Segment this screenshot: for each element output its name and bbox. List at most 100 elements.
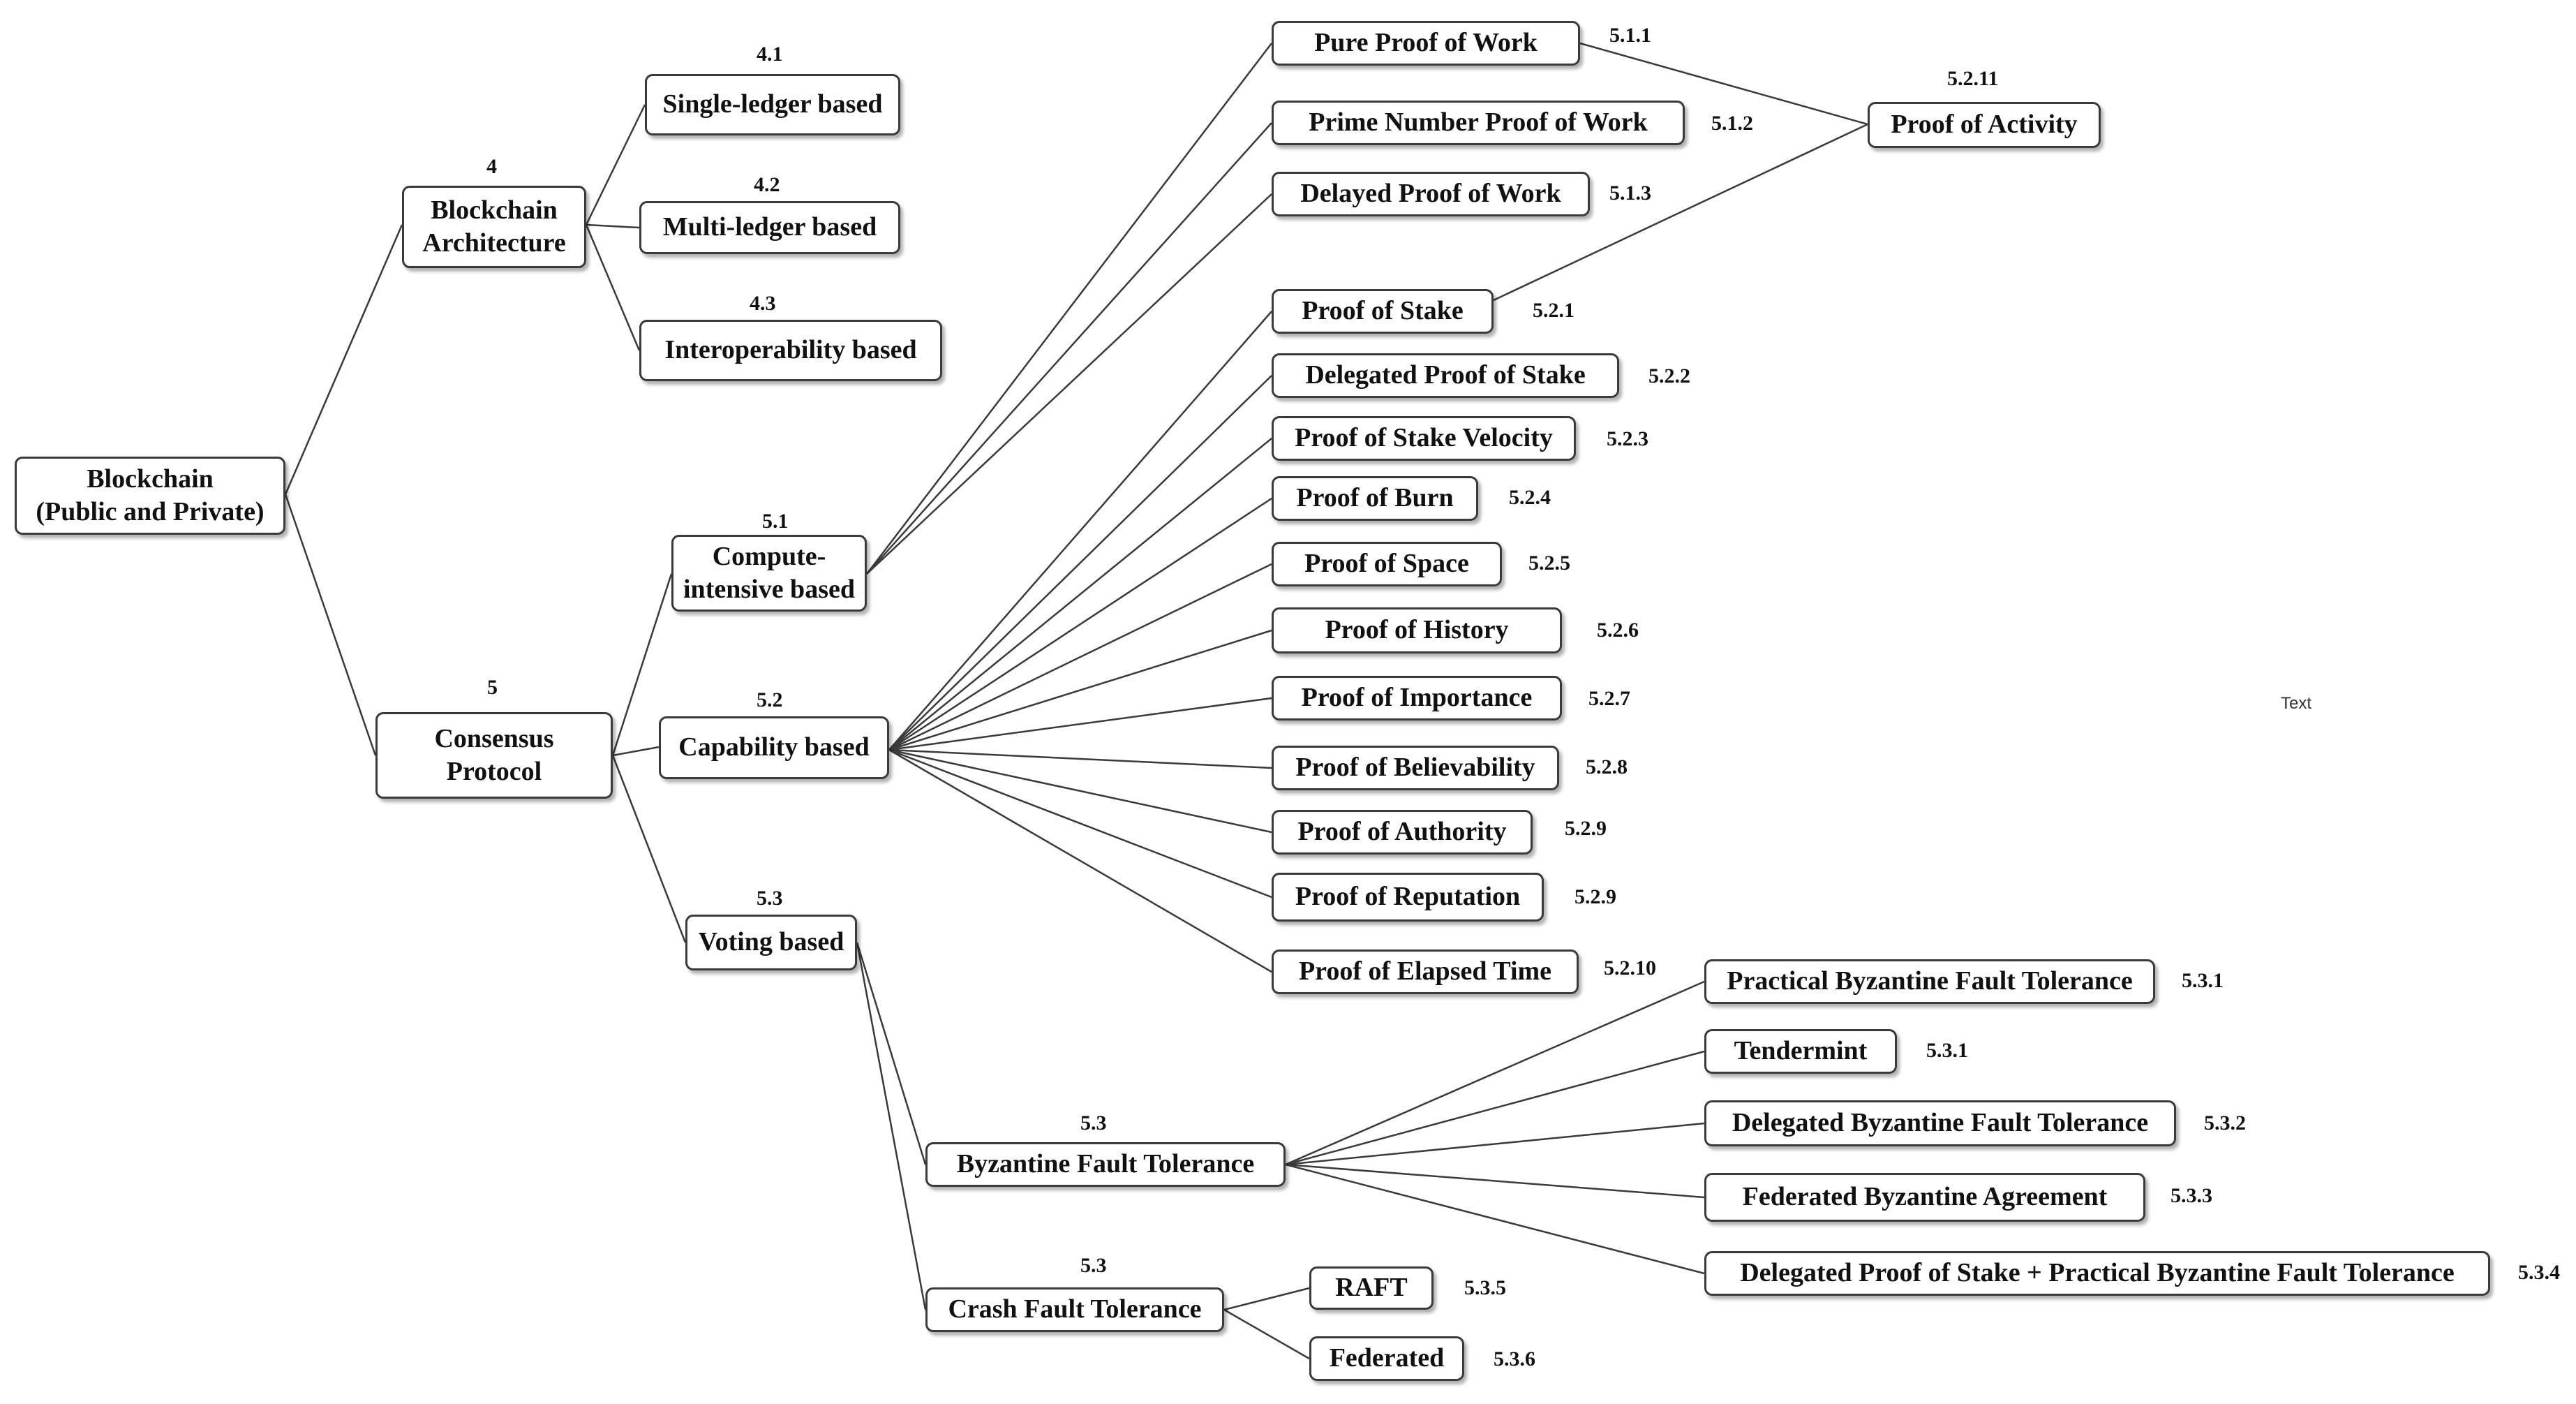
connector-line [1285, 1050, 1705, 1166]
label-authority-number: 5.2.9 [1565, 817, 1607, 840]
connector-line [1579, 42, 1868, 126]
connector-line [1285, 980, 1705, 1166]
label-delayed-number: 5.1.3 [1609, 182, 1651, 205]
connector-line [1285, 1163, 1705, 1275]
connector-line [284, 224, 403, 495]
label-dpos-pbft-number: 5.3.4 [2518, 1261, 2560, 1284]
node-byzantine-fault-tolerance: Byzantine Fault Tolerance [925, 1142, 1286, 1187]
node-proof-of-history: Proof of History [1272, 607, 1562, 653]
connector-line [585, 104, 646, 226]
label-capability-number: 5.2 [757, 688, 783, 711]
label-importance-number: 5.2.7 [1588, 687, 1630, 710]
node-crash-fault-tolerance: Crash Fault Tolerance [925, 1287, 1224, 1332]
label-arch-number: 4 [486, 155, 497, 178]
node-capability-based: Capability based [659, 716, 889, 779]
connector-line [888, 438, 1272, 751]
label-history-number: 5.2.6 [1597, 619, 1639, 642]
label-bft-number: 5.3 [1080, 1111, 1107, 1135]
label-voting-number: 5.3 [757, 887, 783, 910]
node-proof-of-space: Proof of Space [1272, 542, 1502, 586]
node-single-ledger: Single-ledger based [645, 74, 900, 135]
node-multi-ledger: Multi-ledger based [639, 201, 900, 254]
node-prime-number-pow: Prime Number Proof of Work [1272, 101, 1685, 145]
node-blockchain-architecture: Blockchain Architecture [402, 186, 586, 268]
label-prime-number: 5.1.2 [1711, 112, 1753, 135]
connector-line [1285, 1122, 1705, 1166]
node-raft: RAFT [1309, 1266, 1434, 1310]
node-tendermint: Tendermint [1704, 1029, 1897, 1074]
node-proof-of-importance: Proof of Importance [1272, 676, 1562, 721]
node-delegated-pos: Delegated Proof of Stake [1272, 353, 1619, 398]
node-proof-of-reputation: Proof of Reputation [1272, 873, 1544, 922]
node-compute-intensive: Compute- intensive based [671, 535, 867, 612]
connector-line [612, 746, 660, 757]
label-interop-number: 4.3 [750, 292, 776, 315]
connector-line [888, 311, 1272, 751]
node-proof-of-stake: Proof of Stake [1272, 289, 1494, 334]
node-proof-of-believability: Proof of Believability [1272, 746, 1559, 790]
connector-line [585, 224, 641, 351]
label-burn-number: 5.2.4 [1509, 486, 1551, 509]
label-reputation-number: 5.2.9 [1574, 885, 1616, 908]
label-dpos-number: 5.2.2 [1648, 364, 1690, 387]
label-pbft-number: 5.3.1 [2182, 969, 2224, 992]
connector-line [888, 563, 1272, 751]
label-pow-number: 5.1.1 [1609, 24, 1651, 47]
node-interoperability: Interoperability based [639, 320, 942, 381]
connector-line [888, 497, 1272, 751]
connector-line [888, 629, 1272, 751]
label-consensus-number: 5 [487, 676, 498, 699]
connector-line [611, 755, 687, 943]
connector-line [1493, 123, 1868, 302]
node-proof-of-authority: Proof of Authority [1272, 810, 1533, 855]
stray-text-label: Text [2281, 694, 2312, 713]
connector-line [888, 748, 1272, 834]
label-velocity-number: 5.2.3 [1607, 427, 1648, 450]
label-federated-number: 5.3.6 [1494, 1347, 1535, 1370]
connector-line [856, 942, 927, 1310]
node-proof-of-activity: Proof of Activity [1868, 102, 2101, 148]
label-cft-number: 5.3 [1080, 1254, 1107, 1277]
node-federated: Federated [1309, 1336, 1464, 1381]
connector-line [866, 193, 1272, 575]
node-pure-proof-of-work: Pure Proof of Work [1272, 21, 1580, 66]
label-believability-number: 5.2.8 [1586, 755, 1628, 778]
connector-line [888, 748, 1272, 973]
node-stake-velocity: Proof of Stake Velocity [1272, 416, 1576, 461]
node-federated-byzantine-agreement: Federated Byzantine Agreement [1704, 1173, 2145, 1222]
connector-line [888, 748, 1272, 769]
label-activity-number: 5.2.11 [1947, 67, 1999, 90]
label-single-number: 4.1 [757, 43, 783, 66]
connector-line [888, 697, 1272, 751]
connector-line [888, 375, 1272, 751]
connector-line [611, 573, 673, 756]
node-proof-of-elapsed-time: Proof of Elapsed Time [1272, 949, 1579, 994]
node-voting-based: Voting based [685, 915, 857, 970]
label-fba-number: 5.3.3 [2171, 1184, 2212, 1207]
label-raft-number: 5.3.5 [1464, 1276, 1506, 1299]
connector-line [1285, 1163, 1705, 1199]
connector-line [866, 43, 1272, 575]
connector-line [284, 494, 377, 756]
node-delegated-bft: Delegated Byzantine Fault Tolerance [1704, 1100, 2176, 1146]
node-delayed-pow: Delayed Proof of Work [1272, 172, 1590, 216]
label-dbft-number: 5.3.2 [2204, 1111, 2246, 1135]
label-elapsed-number: 5.2.10 [1604, 956, 1656, 980]
label-tendermint-number: 5.3.1 [1926, 1039, 1968, 1062]
label-compute-number: 5.1 [762, 510, 789, 533]
connector-line [1223, 1308, 1310, 1360]
connector-line [856, 942, 927, 1165]
node-dpos-plus-pbft: Delegated Proof of Stake + Practical Byz… [1704, 1251, 2490, 1296]
node-consensus-protocol: Consensus Protocol [375, 712, 613, 799]
connector-line [1223, 1287, 1310, 1311]
connector-line [866, 122, 1272, 575]
connector-line [586, 223, 640, 229]
node-practical-bft: Practical Byzantine Fault Tolerance [1704, 959, 2155, 1004]
node-blockchain-root: Blockchain (Public and Private) [15, 457, 285, 535]
label-stake-number: 5.2.1 [1533, 299, 1574, 322]
label-multi-number: 4.2 [754, 173, 780, 196]
node-proof-of-burn: Proof of Burn [1272, 476, 1478, 521]
label-space-number: 5.2.5 [1528, 552, 1570, 575]
connector-line [888, 748, 1272, 899]
